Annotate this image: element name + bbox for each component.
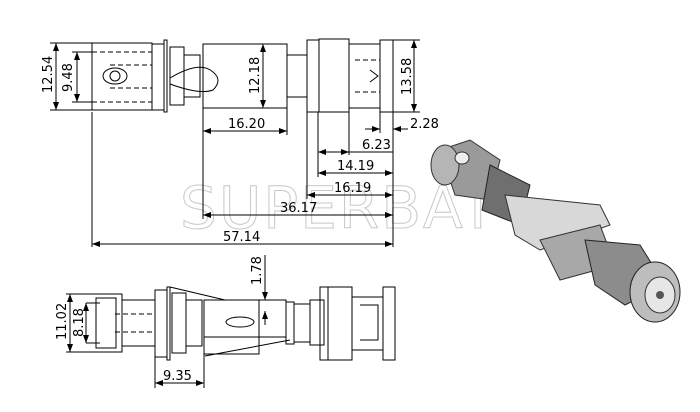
dim-16-19: 16.19 [334,181,371,196]
product-photo [430,139,681,323]
bottom-view-dimensions: 11.02 8.18 9.35 1.78 [55,255,268,388]
dim-6-23: 6.23 [362,138,391,153]
dim-12-18: 12.18 [248,57,263,94]
dim-1-78: 1.78 [250,256,265,285]
top-view-dimensions: 12.54 9.48 12.18 13.58 2.28 16.20 6.23 1… [41,39,439,247]
dim-11-02: 11.02 [55,303,70,340]
top-view-connector [91,38,394,113]
dim-8-18: 8.18 [72,308,87,337]
dim-9-35: 9.35 [163,369,192,384]
dim-57-14: 57.14 [223,230,260,245]
dim-14-19: 14.19 [337,159,374,174]
dim-16-20: 16.20 [228,117,265,132]
dim-12-54: 12.54 [41,56,56,93]
bottom-view-connector [69,286,396,361]
dim-2-28: 2.28 [410,117,439,132]
dim-9-48: 9.48 [61,63,76,92]
dim-13-58: 13.58 [400,58,415,95]
dim-36-17: 36.17 [280,201,317,216]
